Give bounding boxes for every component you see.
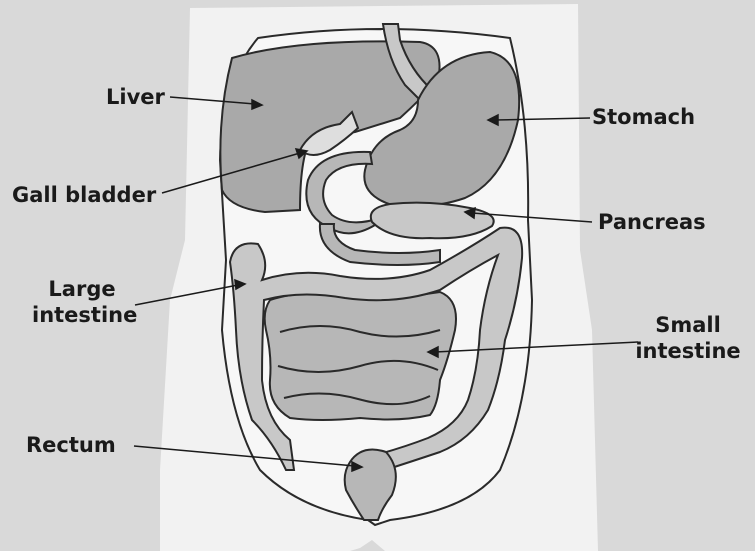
label-small-intestine-line-1: Small	[634, 312, 742, 338]
small-intestine-organ	[265, 292, 456, 420]
label-stomach: Stomach	[592, 104, 695, 130]
label-small-intestine: Small intestine	[634, 312, 742, 364]
label-small-intestine-line-2: intestine	[634, 338, 742, 364]
label-pancreas: Pancreas	[598, 209, 706, 235]
label-gall-bladder: Gall bladder	[12, 182, 156, 208]
label-rectum: Rectum	[26, 432, 116, 458]
label-large-intestine-line-1: Large	[32, 276, 132, 302]
label-liver: Liver	[106, 84, 165, 110]
label-large-intestine-line-2: intestine	[32, 302, 132, 328]
label-large-intestine: Large intestine	[32, 276, 132, 328]
